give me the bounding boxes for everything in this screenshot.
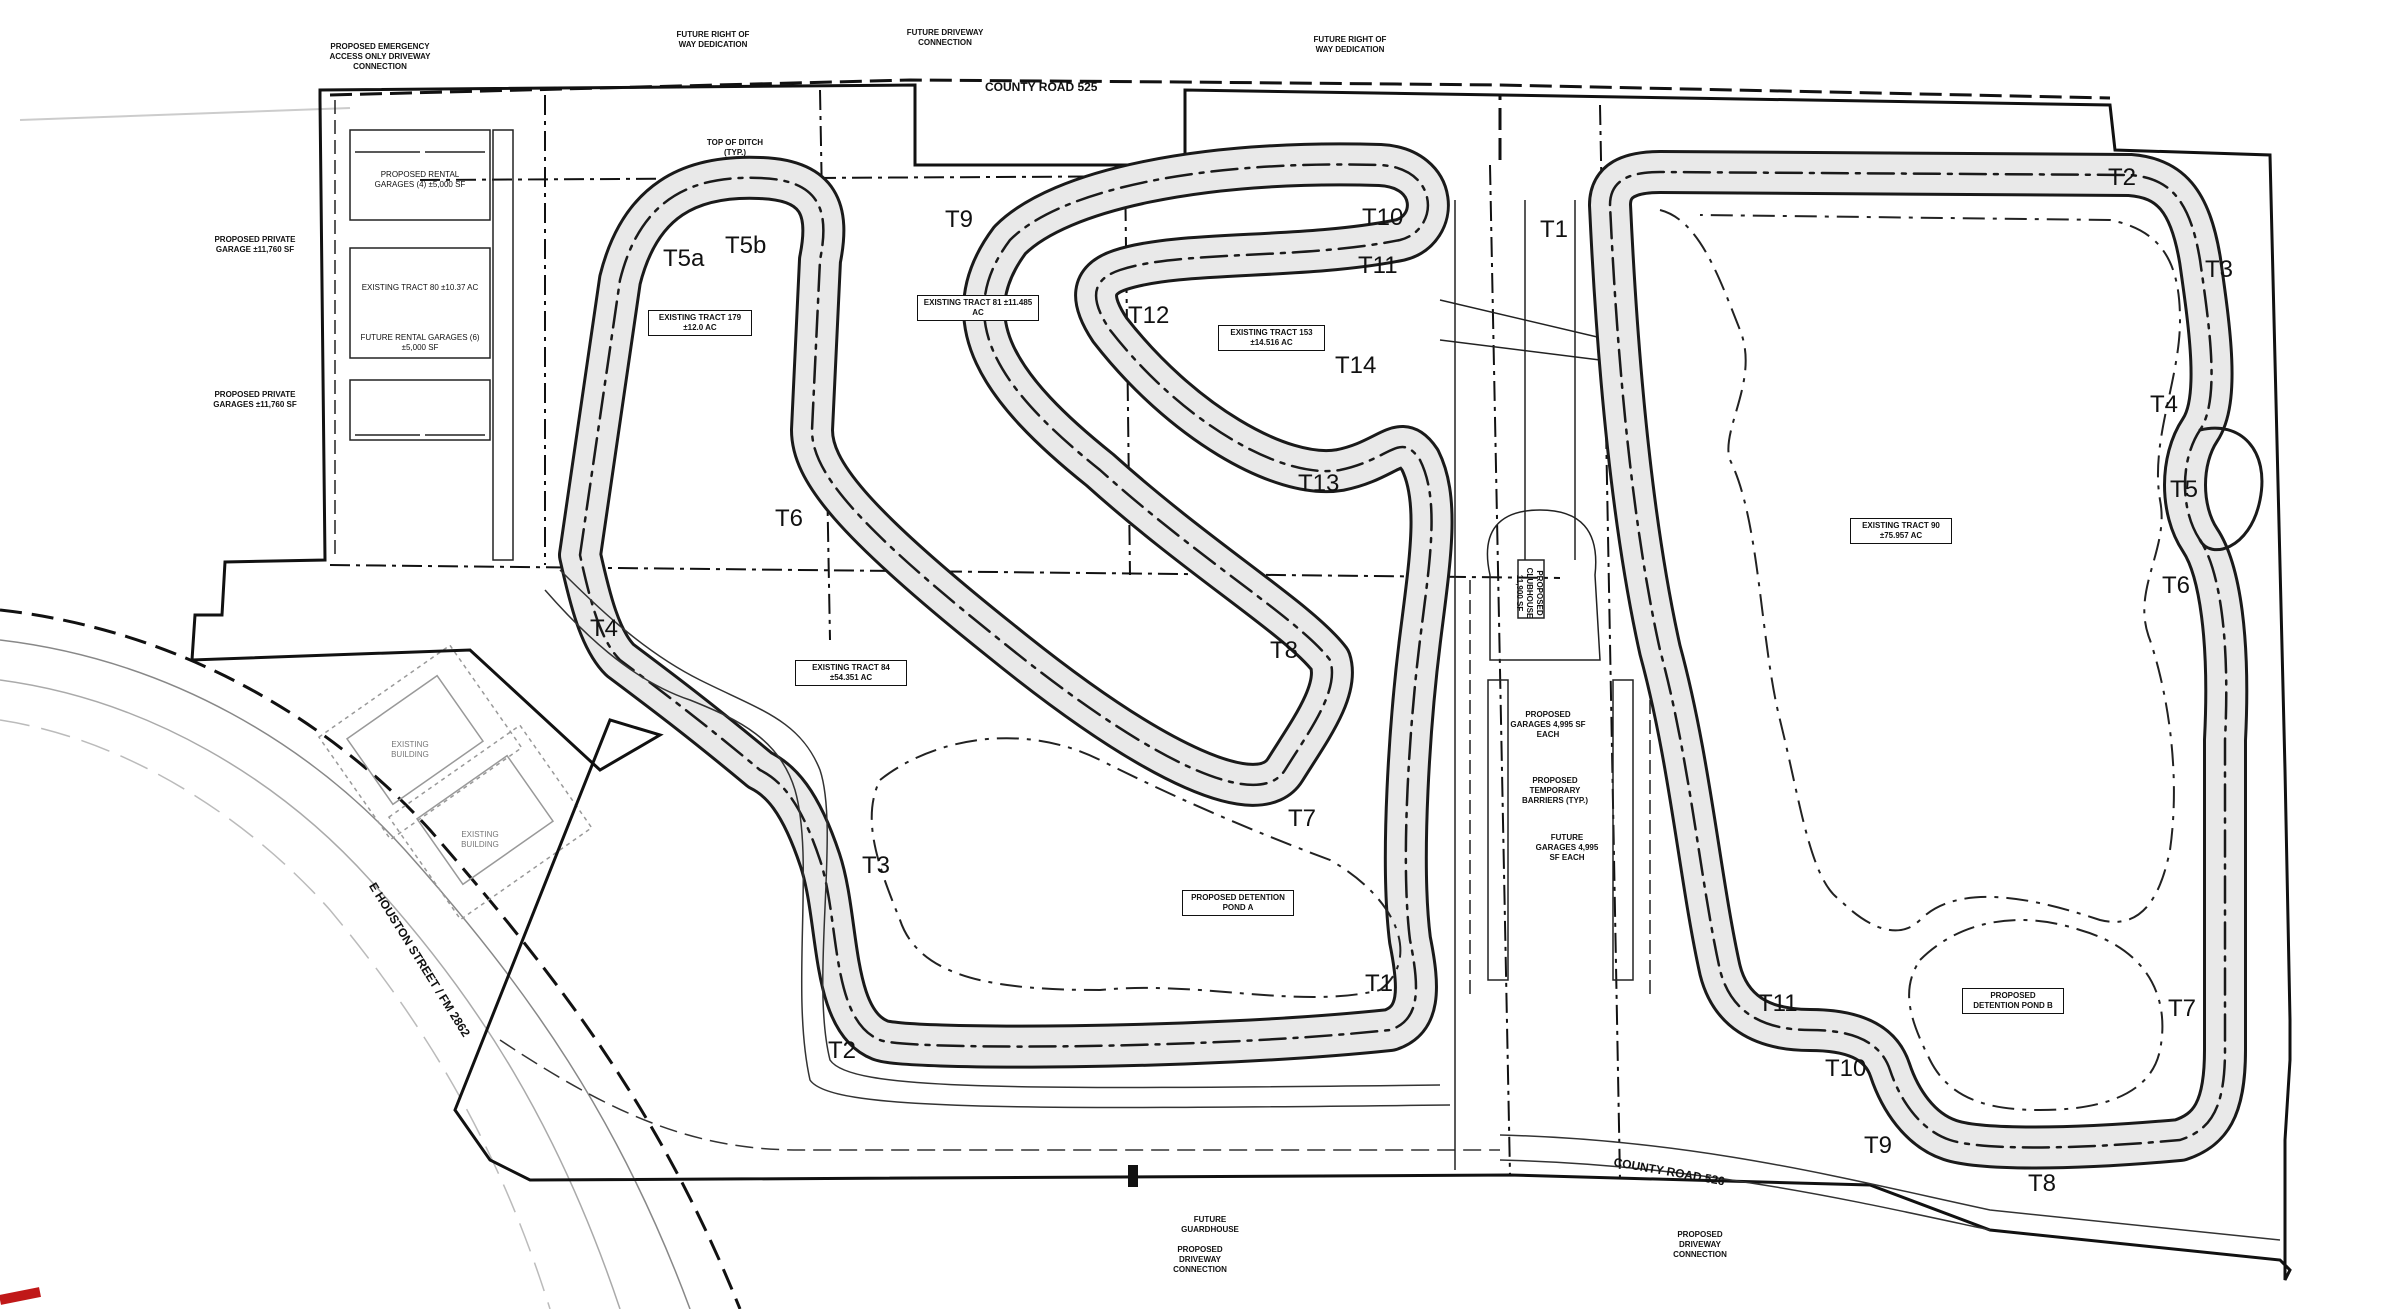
turn-label-west-t2: T2 bbox=[828, 1037, 857, 1064]
turn-label-west-t3: T3 bbox=[862, 852, 891, 879]
turn-label-east-t2: T2 bbox=[2108, 164, 2137, 191]
road-label-county-road-525: COUNTY ROAD 525 bbox=[985, 80, 1098, 94]
label-pond-a: PROPOSED DETENTION POND A bbox=[1182, 890, 1294, 916]
turn-label-east-t4: T4 bbox=[2150, 391, 2179, 418]
detention-pond-a bbox=[870, 737, 1402, 998]
e-houston-street bbox=[0, 608, 742, 1309]
note-future-row-2: FUTURE RIGHT OF WAY DEDICATION bbox=[1313, 35, 1387, 54]
turn-label-west-t1: T1 bbox=[1365, 970, 1394, 997]
note-temporary-barriers: PROPOSED TEMPORARY BARRIERS (TYP.) bbox=[1521, 776, 1589, 805]
guardhouse bbox=[1128, 1165, 1138, 1187]
label-tract-153: EXISTING TRACT 153 ±14.516 AC bbox=[1218, 325, 1325, 351]
turn-label-east-t8: T8 bbox=[2028, 1170, 2057, 1197]
turn-label-east-t5: T5 bbox=[2170, 476, 2199, 503]
turn-label-east-t9: T9 bbox=[1864, 1132, 1893, 1159]
label-existing-building-1: EXISTING BUILDING bbox=[391, 740, 429, 759]
turn-label-west-t8: T8 bbox=[1270, 637, 1299, 664]
east-interior-limit bbox=[1659, 209, 2182, 932]
paper-edge-mark bbox=[0, 1287, 41, 1305]
turn-label-east-t10: T10 bbox=[1825, 1055, 1867, 1082]
note-private-garage-1: PROPOSED PRIVATE GARAGE ±11,760 SF bbox=[214, 235, 296, 254]
turn-label-west-t12: T12 bbox=[1128, 302, 1170, 329]
turn-label-west-t14: T14 bbox=[1335, 352, 1377, 379]
existing-buildings bbox=[317, 644, 593, 921]
paper-edge-mark bbox=[19, 107, 351, 121]
west-garage-area bbox=[334, 100, 514, 561]
label-pond-b: PROPOSED DETENTION POND B bbox=[1962, 988, 2064, 1014]
turn-label-west-t6: T6 bbox=[775, 505, 804, 532]
note-future-row-1: FUTURE RIGHT OF WAY DEDICATION bbox=[676, 30, 750, 49]
east-track bbox=[1588, 150, 2264, 1170]
right-of-way-dash bbox=[329, 78, 2111, 160]
note-clubhouse: PROPOSED CLUBHOUSE 11,900 SF bbox=[1515, 567, 1544, 619]
note-proposed-garages: PROPOSED GARAGES 4,995 SF EACH bbox=[1510, 710, 1586, 739]
turn-label-west-t9: T9 bbox=[945, 206, 974, 233]
label-rental-garages: PROPOSED RENTAL GARAGES (4) ±5,000 SF bbox=[374, 170, 466, 189]
turn-label-west-t5a: T5a bbox=[663, 245, 705, 272]
label-tract-84: EXISTING TRACT 84 ±54.351 AC bbox=[795, 660, 907, 686]
turn-label-east-t1: T1 bbox=[1540, 216, 1569, 243]
label-tract-80: EXISTING TRACT 80 ±10.37 AC bbox=[361, 283, 479, 292]
west-service-road bbox=[499, 569, 1500, 1151]
note-emergency-access: PROPOSED EMERGENCY ACCESS ONLY DRIVEWAY … bbox=[329, 42, 431, 71]
clubhouse-corridor bbox=[1439, 200, 1651, 1170]
turn-label-west-t11: T11 bbox=[1358, 252, 1398, 279]
turn-label-west-t10: T10 bbox=[1362, 204, 1404, 231]
turn-label-west-t7: T7 bbox=[1288, 805, 1317, 832]
label-existing-building-2: EXISTING BUILDING bbox=[461, 830, 499, 849]
detention-pond-b bbox=[1908, 919, 2164, 1112]
note-future-guardhouse: FUTURE GUARDHOUSE bbox=[1181, 1215, 1239, 1234]
turn-label-east-t6: T6 bbox=[2162, 572, 2191, 599]
note-private-garage-2: PROPOSED PRIVATE GARAGES ±11,760 SF bbox=[213, 390, 297, 409]
turn-label-west-t5b: T5b bbox=[725, 232, 767, 259]
note-proposed-driveway-2: PROPOSED DRIVEWAY CONNECTION bbox=[1673, 1230, 1727, 1259]
note-top-of-ditch: TOP OF DITCH (TYP.) bbox=[706, 138, 764, 157]
note-future-garages: FUTURE GARAGES 4,995 SF EACH bbox=[1535, 833, 1599, 862]
label-tract-179: EXISTING TRACT 179 ±12.0 AC bbox=[648, 310, 752, 336]
turn-label-east-t3: T3 bbox=[2205, 256, 2234, 283]
county-road-526 bbox=[1499, 1134, 2281, 1241]
turn-label-east-t11: T11 bbox=[1758, 990, 1798, 1017]
label-tract-81: EXISTING TRACT 81 ±11.485 AC bbox=[917, 295, 1039, 321]
note-proposed-driveway-1: PROPOSED DRIVEWAY CONNECTION bbox=[1173, 1245, 1227, 1274]
turn-label-east-t7: T7 bbox=[2168, 995, 2197, 1022]
label-tract-90: EXISTING TRACT 90 ±75.957 AC bbox=[1850, 518, 1952, 544]
turn-label-west-t4: T4 bbox=[590, 615, 619, 642]
turn-label-west-t13: T13 bbox=[1298, 470, 1340, 497]
label-future-rental: FUTURE RENTAL GARAGES (6) ±5,000 SF bbox=[360, 333, 480, 352]
note-future-driveway: FUTURE DRIVEWAY CONNECTION bbox=[906, 28, 984, 47]
west-track bbox=[558, 142, 1454, 1069]
